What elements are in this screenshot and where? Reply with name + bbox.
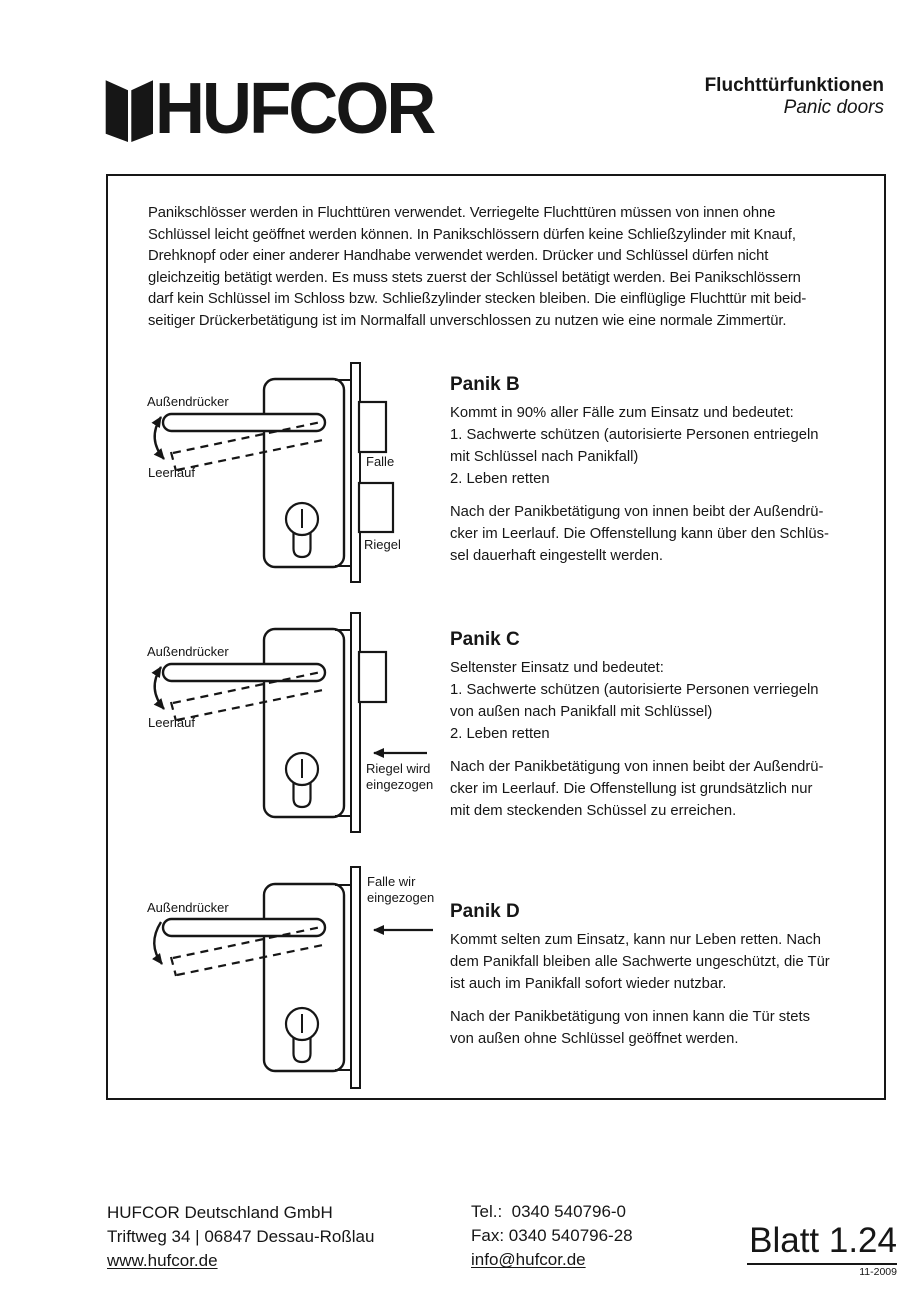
website-link[interactable]: www.hufcor.de	[107, 1251, 218, 1270]
section-note: Nach der Panikbetätigung von innen beibt…	[450, 504, 829, 564]
latch-bolt	[357, 650, 388, 704]
latch-bolt	[357, 400, 388, 454]
intro-paragraph: Panikschlösser werden in Fluchttüren ver…	[148, 205, 807, 329]
footer-contact-block: Tel.: 0340 540796-0 Fax: 0340 540796-28 …	[471, 1200, 633, 1272]
document-title-block: Fluchttürfunktionen Panic doors	[705, 75, 884, 118]
handle-swing-arrow	[151, 666, 165, 710]
section-panik-d: Panik D Kommt selten zum Einsatz, kann n…	[450, 901, 886, 1050]
sheet-rule	[747, 1263, 897, 1265]
handle-swing-arrow	[152, 921, 163, 965]
idle-label: Leerlauf	[148, 465, 195, 480]
hufcor-logo-mark-icon	[105, 80, 153, 142]
handle-ghost-position	[169, 420, 324, 472]
outside-handle	[161, 917, 327, 938]
retract-arrow-label: Riegel wird eingezogen	[366, 761, 434, 792]
footer-company-block: HUFCOR Deutschland GmbH Triftweg 34 | 06…	[107, 1201, 374, 1273]
outside-handle	[161, 662, 327, 683]
plate-edge-connectors	[335, 629, 351, 817]
door-edge-strip	[350, 362, 361, 583]
logo-wordmark: HUFCOR	[155, 69, 436, 149]
section-body: Seltenster Einsatz und bedeutet: 1. Sach…	[450, 660, 819, 742]
handle-ghost-position	[169, 670, 324, 722]
plate-edge-connectors	[335, 379, 351, 567]
bolt-label: Riegel	[364, 537, 401, 552]
content-box	[106, 174, 886, 1100]
section-note: Nach der Panikbetätigung von innen kann …	[450, 1009, 811, 1047]
handle-swing-arrow	[151, 416, 165, 460]
handle-label: Außendrücker	[147, 900, 229, 915]
idle-label: Leerlauf	[148, 715, 195, 730]
tel-line: Tel.: 0340 540796-0	[471, 1202, 627, 1221]
lock-diagram-panik-b	[151, 362, 395, 583]
outside-handle	[161, 412, 327, 433]
sheet-number: Blatt 1.24	[749, 1221, 897, 1260]
fax-line: Fax: 0340 540796-28	[471, 1226, 633, 1245]
section-panik-c: Panik C Seltenster Einsatz und bedeutet:…	[450, 629, 886, 822]
plate-edge-connectors	[335, 884, 351, 1071]
handle-ghost-position	[169, 925, 324, 977]
door-edge-strip	[350, 866, 361, 1089]
lock-diagram-panik-d	[152, 866, 433, 1089]
dead-bolt	[357, 481, 395, 534]
email-link[interactable]: info@hufcor.de	[471, 1250, 586, 1269]
section-body: Kommt selten zum Einsatz, kann nur Leben…	[450, 932, 830, 992]
handle-label: Außendrücker	[147, 394, 229, 409]
section-title: Panik D	[450, 901, 520, 922]
section-title: Panik B	[450, 374, 520, 395]
section-body: Kommt in 90% aller Fälle zum Einsatz und…	[450, 405, 819, 487]
handle-label: Außendrücker	[147, 644, 229, 659]
document-title: Fluchttürfunktionen	[704, 75, 884, 96]
section-title: Panik C	[450, 629, 520, 650]
retract-arrow-label: Falle wir eingezogen	[367, 874, 435, 905]
door-edge-strip	[350, 612, 361, 833]
section-note: Nach der Panikbetätigung von innen beibt…	[450, 759, 824, 819]
document-subtitle: Panic doors	[783, 97, 884, 118]
lock-diagram-panik-c	[151, 612, 427, 833]
section-panik-b: Panik B Kommt in 90% aller Fälle zum Ein…	[450, 374, 886, 567]
company-address: Triftweg 34 | 06847 Dessau-Roßlau	[107, 1227, 375, 1246]
latch-label: Falle	[366, 454, 395, 469]
revision-date: 11-2009	[859, 1266, 897, 1278]
company-name: HUFCOR Deutschland GmbH	[107, 1203, 333, 1222]
